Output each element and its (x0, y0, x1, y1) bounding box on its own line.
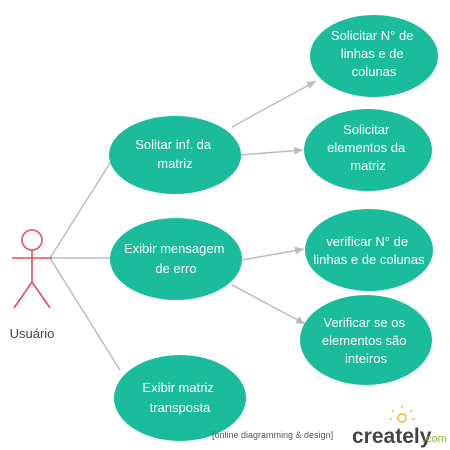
uc-text-line: matriz (350, 158, 385, 173)
use-case-solicitar-elementos[interactable]: Solicitar elementos da matriz (304, 109, 432, 191)
uc-text-line: de erro (155, 261, 196, 276)
uc-text-line: matriz (157, 156, 192, 171)
uc-text-line: Solitar inf. da (135, 137, 212, 152)
uc-text-line: transposta (150, 400, 211, 415)
uc-text-line: Exibir matriz (142, 380, 214, 395)
actor-head (21, 229, 43, 251)
uc-text-line: elementos da (327, 140, 406, 155)
connector-actor-uc3 (49, 257, 121, 371)
uc-text-line: Exibir mensagem (124, 241, 224, 256)
uc-text-line: Solicitar (343, 122, 390, 137)
uc-text-line: inteiros (345, 351, 387, 366)
svg-text:Solitar inf. da matriz: Solitar inf. da matriz (135, 137, 215, 171)
use-case-verificar-n-linhas-colunas[interactable]: verificar N° de linhas e de colunas (305, 209, 433, 291)
uc-text-line: colunas (352, 64, 397, 79)
actor-connectors (49, 159, 121, 371)
svg-text:Solicitar elementos da: Solicitar elementos da matriz (327, 122, 409, 173)
lightbulb-icon (389, 405, 415, 423)
actor-left-leg (13, 281, 33, 309)
svg-text:Verificar se os elemen: Verificar se os elementos são inteiros (322, 315, 410, 366)
use-case-exibir-mensagem-erro[interactable]: Exibir mensagem de erro (110, 218, 242, 300)
use-case-exibir-matriz-transposta[interactable]: Exibir matriz transposta (114, 355, 246, 441)
arrow-uc2-uc6 (241, 246, 305, 261)
actor-figure[interactable] (12, 229, 52, 309)
svg-text:Exibir mensagem de err: Exibir mensagem de erro (124, 241, 228, 276)
arrow-uc1-uc5 (239, 146, 304, 156)
svg-text:verificar N° de linhas: verificar N° de linhas e de colunas (313, 234, 425, 267)
uc-text-line: elementos são (322, 333, 407, 348)
use-case-verificar-elementos-inteiros[interactable]: Verificar se os elementos são inteiros (300, 295, 432, 385)
uc-text-line: Verificar se os (323, 315, 405, 330)
watermark-brand: creately (352, 425, 432, 448)
arrow-uc1-uc4 (231, 80, 317, 128)
uc-text-line: verificar N° de (326, 234, 408, 249)
uc-text-line: Solicitar N° de (331, 28, 414, 43)
creately-watermark: [online diagramming & design] creately .… (212, 405, 447, 448)
actor-right-leg (31, 281, 51, 309)
arrow-uc2-uc7 (231, 284, 306, 325)
watermark-tagline: [online diagramming & design] (212, 430, 333, 440)
svg-text:Solicitar N° de linha: Solicitar N° de linhas e de colunas (331, 28, 417, 79)
connector-actor-uc1 (49, 159, 113, 259)
use-case-solicitar-n-linhas-colunas[interactable]: Solicitar N° de linhas e de colunas (310, 15, 438, 97)
svg-text:Exibir matriz transpos: Exibir matriz transposta (142, 380, 217, 415)
include-arrows (231, 80, 317, 325)
actor-label: Usuário (10, 326, 55, 341)
use-case-solicitar-info[interactable]: Solitar inf. da matriz (109, 116, 241, 194)
watermark-suffix: .com (423, 433, 447, 445)
uc-text-line: linhas e de colunas (313, 252, 425, 267)
uc-text-line: linhas e de (341, 46, 404, 61)
